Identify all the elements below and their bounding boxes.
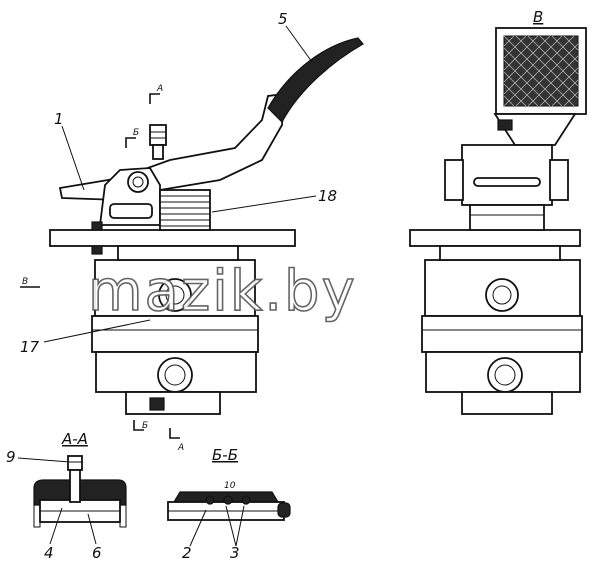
title-section-bb: Б-Б	[212, 446, 238, 464]
label-6: 6	[92, 544, 102, 562]
port-lower	[157, 357, 193, 393]
view-b-arrow-mark: В	[22, 277, 28, 287]
watermark-text: mazik.by	[88, 259, 357, 324]
label-18: 18	[318, 187, 337, 205]
valve-body-middle	[91, 315, 259, 353]
pedal-lever	[58, 92, 285, 201]
leader-lines	[17, 25, 317, 547]
pedal-head-b	[461, 144, 553, 206]
valve-body-b-middle	[421, 315, 583, 353]
title-section-aa: А-А	[61, 430, 88, 448]
section-cut-marks	[20, 93, 180, 439]
base-plate	[49, 229, 296, 247]
label-3: 3	[230, 544, 240, 562]
cut-mark-a-top: А	[156, 84, 163, 94]
bracket-slot	[109, 203, 153, 219]
label-9: 9	[6, 448, 16, 466]
label-2: 2	[182, 544, 192, 562]
label-10: 10	[224, 481, 236, 491]
pivot-pin	[127, 171, 149, 193]
title-view-b: В	[533, 8, 543, 26]
left-view-assembly	[49, 37, 364, 415]
section-bb-drawing	[167, 491, 291, 521]
section-aa-drawing	[33, 455, 127, 528]
cut-mark-a-bottom: А	[177, 443, 184, 453]
label-17: 17	[20, 338, 40, 356]
label-4: 4	[44, 544, 54, 562]
adjust-screw-top	[149, 124, 167, 146]
screw-aa	[67, 455, 83, 471]
cut-mark-b-bottom: Б	[142, 421, 148, 431]
pedal-pad	[267, 37, 364, 123]
port-upper	[158, 278, 192, 312]
label-1: 1	[54, 110, 64, 128]
label-5: 5	[278, 10, 288, 28]
rubber-boot	[159, 189, 211, 231]
base-plate-b	[409, 229, 581, 247]
cut-mark-b-top: Б	[133, 128, 139, 138]
view-b-assembly	[409, 27, 587, 415]
